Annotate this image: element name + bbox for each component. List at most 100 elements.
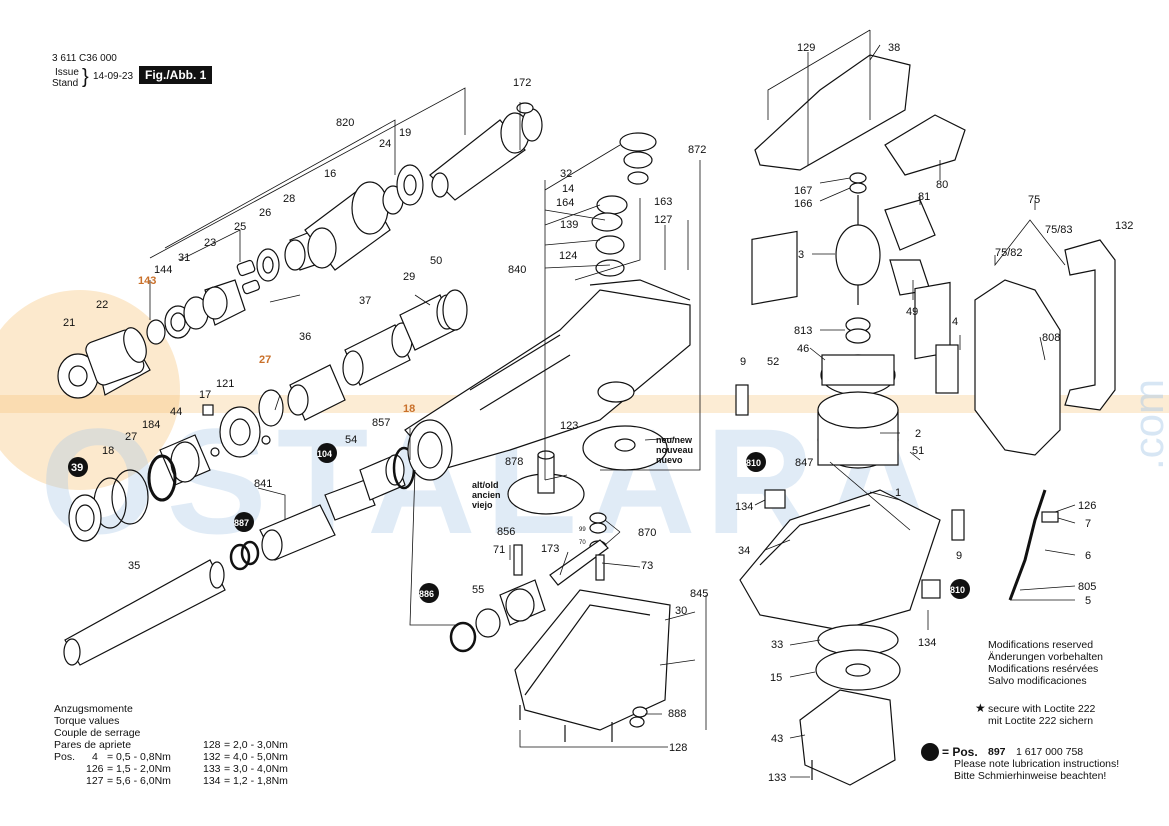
label-133: 133	[768, 772, 786, 784]
label-104: 104	[317, 449, 332, 459]
label-6: 6	[1085, 550, 1091, 562]
label-17: 17	[199, 389, 211, 401]
label-810b: 810	[950, 585, 965, 595]
part-44	[159, 434, 211, 486]
part-80	[884, 114, 966, 176]
part-184	[147, 454, 177, 502]
part-35	[63, 559, 226, 666]
part-75-handle	[974, 239, 1116, 456]
part-121	[219, 406, 261, 458]
label-132: 132	[1115, 220, 1133, 232]
mod-line-4: Salvo modificaciones	[988, 675, 1087, 687]
label-14: 14	[562, 183, 574, 195]
label-808: 808	[1042, 332, 1060, 344]
label-5: 5	[1085, 595, 1091, 607]
part-14	[623, 151, 653, 169]
label-886: 886	[419, 589, 434, 599]
part-19	[396, 164, 424, 206]
torque-right-range-3: = 3,0 - 4,0Nm	[224, 763, 288, 775]
torque-right-pos-2: 132	[203, 751, 221, 763]
stand-label: Stand	[52, 78, 79, 89]
part-46	[820, 354, 896, 396]
part-ring-143	[146, 319, 166, 345]
part-52	[751, 230, 798, 306]
loctite-line-2: mit Loctite 222 sichern	[988, 715, 1094, 727]
label-810a: 810	[746, 458, 761, 468]
label-1: 1	[895, 487, 901, 499]
part-71	[513, 544, 523, 576]
label-9a: 9	[740, 356, 746, 368]
part-4	[935, 344, 959, 394]
label-124: 124	[559, 250, 577, 262]
label-70: 70	[579, 540, 586, 546]
label-129: 129	[797, 42, 815, 54]
part-43-cover	[799, 689, 896, 786]
label-28: 28	[283, 193, 295, 205]
label-184: 184	[142, 419, 160, 431]
gear-note-new-2: nouveau	[656, 445, 693, 455]
label-34: 34	[738, 545, 750, 557]
part-ring-172	[521, 108, 543, 142]
loctite-line-1: secure with Loctite 222	[988, 703, 1096, 715]
label-39: 39	[71, 462, 83, 474]
torque-left-pos-1: 4	[92, 751, 98, 763]
label-857: 857	[372, 417, 390, 429]
part-167	[849, 172, 867, 184]
label-51: 51	[912, 445, 924, 457]
part-810a-bracket	[764, 489, 786, 509]
lube-part-number: 1 617 000 758	[1016, 746, 1084, 758]
lube-pos-prefix: = Pos.	[942, 745, 978, 759]
label-32: 32	[560, 168, 572, 180]
part-25	[236, 259, 256, 277]
label-134b: 134	[918, 637, 936, 649]
label-134a: 134	[735, 501, 753, 513]
label-128: 128	[669, 742, 687, 754]
gear-note-new-1: neu/new	[656, 435, 693, 445]
part-7	[1041, 511, 1059, 523]
part-123	[582, 381, 668, 471]
label-139: 139	[560, 219, 578, 231]
label-841: 841	[254, 478, 272, 490]
label-38: 38	[888, 42, 900, 54]
label-820: 820	[336, 117, 354, 129]
label-46: 46	[797, 343, 809, 355]
label-50: 50	[430, 255, 442, 267]
label-44: 44	[170, 406, 182, 418]
part-840-housing	[404, 279, 691, 481]
torque-left-pos-3: 127	[86, 775, 104, 787]
star-icon: ★	[975, 701, 986, 715]
label-126: 126	[1078, 500, 1096, 512]
label-7: 7	[1085, 518, 1091, 530]
torque-pos-label: Pos.	[54, 751, 76, 763]
label-9b: 9	[956, 550, 962, 562]
label-845: 845	[690, 588, 708, 600]
part-2-stator	[817, 391, 899, 469]
torque-right-range-4: = 1,2 - 1,8Nm	[224, 775, 288, 787]
part-51	[914, 281, 951, 360]
part-820-spindle	[429, 112, 530, 201]
label-3: 3	[798, 249, 804, 261]
label-23: 23	[204, 237, 216, 249]
label-29: 29	[403, 271, 415, 283]
label-870: 870	[638, 527, 656, 539]
label-887: 887	[234, 518, 249, 528]
label-27b: 27	[125, 431, 137, 443]
part-36	[287, 364, 346, 421]
part-9b	[951, 509, 965, 541]
part-32	[619, 132, 657, 152]
torque-title-2: Torque values	[54, 715, 120, 727]
label-164: 164	[556, 197, 574, 209]
part-sleeve-23	[202, 279, 246, 326]
torque-title-4: Pares de apriete	[54, 739, 132, 751]
part-17	[202, 404, 214, 416]
label-71: 71	[493, 544, 505, 556]
part-6-cable	[1008, 489, 1047, 601]
figure-label: Fig./Abb. 1	[139, 66, 213, 84]
label-80: 80	[936, 179, 948, 191]
torque-left-range-1: = 0,5 - 0,8Nm	[107, 751, 171, 763]
part-55	[499, 579, 546, 626]
doc-number: 3 611 C36 000	[52, 53, 117, 64]
label-167: 167	[794, 185, 812, 197]
issue-label: Issue	[55, 67, 79, 78]
